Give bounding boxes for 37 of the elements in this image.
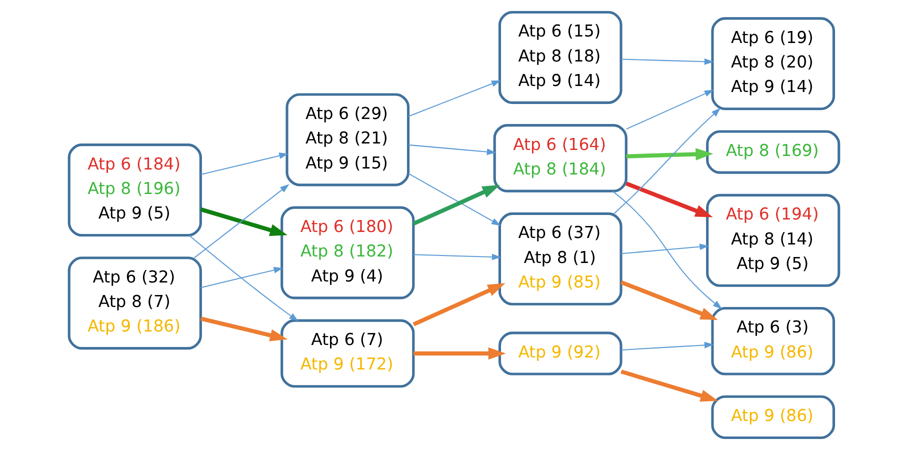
arrow [620, 244, 708, 254]
node-box: Atp 6 (164) Atp 8 (184) [492, 124, 627, 192]
arrow [626, 90, 714, 130]
arrow [412, 184, 500, 226]
node-box: Atp 6 (194) Atp 8 (14) Atp 9 (5) [706, 194, 840, 287]
node-box: Atp 6 (15) Atp 8 (18) Atp 9 (14) [498, 10, 622, 104]
arrow [620, 342, 714, 350]
arrow [408, 144, 496, 156]
arrow [620, 58, 714, 65]
arrow [613, 108, 720, 214]
node-box: Atp 6 (29) Atp 8 (21) Atp 9 (15) [285, 93, 410, 186]
node-box: Atp 9 (86) [710, 395, 835, 440]
arrow [194, 184, 289, 258]
arrow [408, 173, 500, 226]
node-box: Atp 6 (7) Atp 9 (172) [280, 319, 414, 388]
node-box: Atp 6 (180) Atp 8 (182) Atp 9 (4) [280, 206, 414, 300]
node-box: Atp 6 (37) Atp 8 (1) Atp 9 (85) [498, 212, 622, 306]
arrow [200, 152, 288, 176]
arrow [620, 370, 718, 402]
arrow [413, 347, 506, 360]
node-box: Atp 9 (92) [498, 332, 622, 376]
arrow [200, 207, 287, 236]
arrow [626, 148, 713, 160]
arrow [412, 283, 505, 326]
arrow [200, 266, 283, 288]
arrow [625, 182, 712, 218]
node-box: Atp 6 (19) Atp 8 (20) Atp 9 (14) [710, 17, 835, 110]
node-box: Atp 6 (184) Atp 8 (196) Atp 9 (5) [67, 144, 202, 237]
node-box: Atp 6 (32) Atp 8 (7) Atp 9 (186) [67, 256, 202, 350]
arrow [408, 80, 500, 117]
arrow [620, 280, 718, 320]
arrow [612, 190, 722, 310]
node-box: Atp 6 (3) Atp 9 (86) [710, 306, 835, 376]
arrow [200, 316, 288, 342]
arrow [188, 234, 298, 322]
arrow [413, 254, 501, 260]
node-box: Atp 8 (169) [706, 130, 840, 174]
